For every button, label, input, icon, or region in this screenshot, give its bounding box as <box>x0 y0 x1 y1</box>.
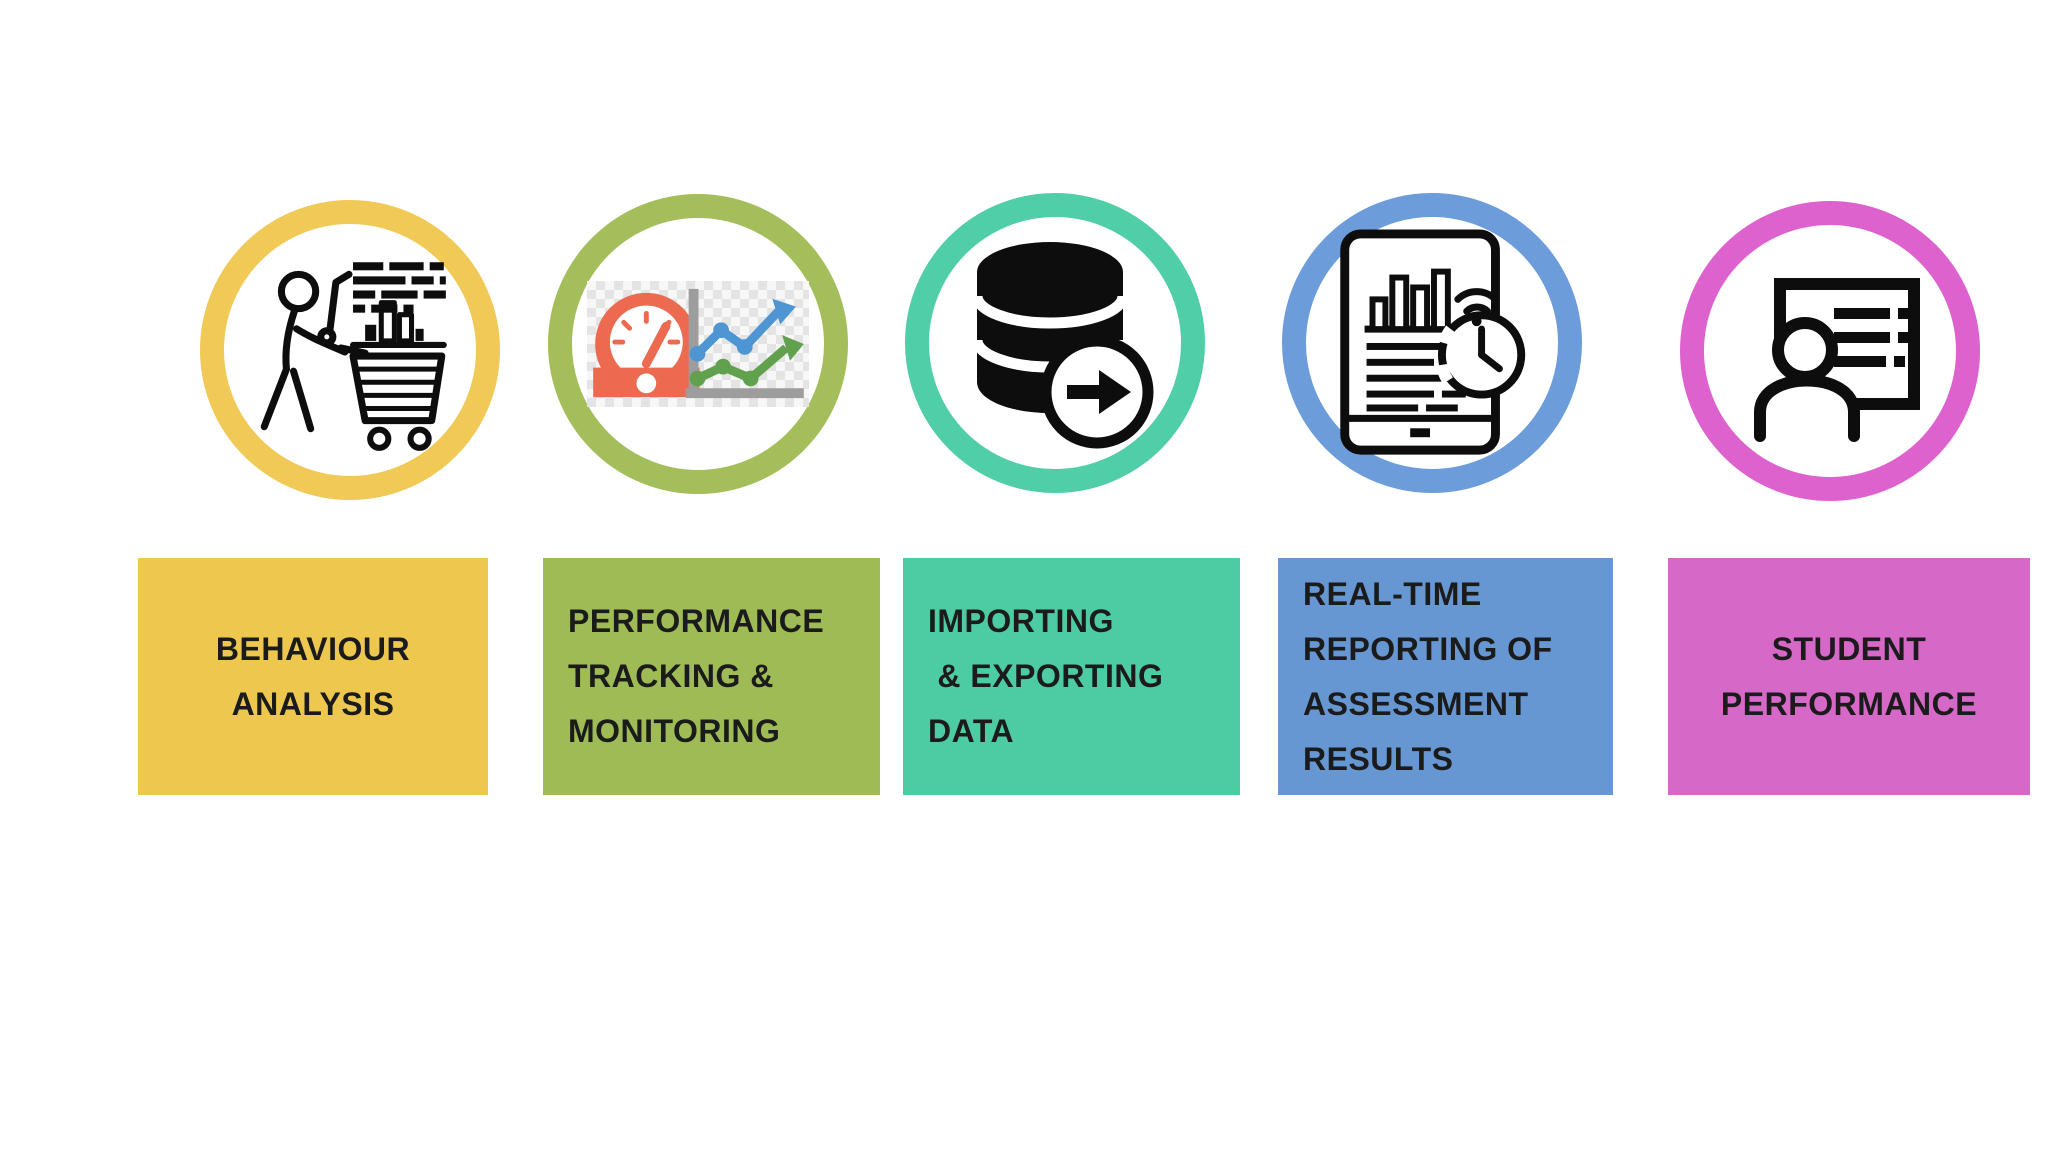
realtime-reporting-label-box: REAL-TIME REPORTING OF ASSESSMENT RESULT… <box>1278 558 1613 795</box>
behaviour-analysis-ring <box>200 200 500 500</box>
importing-exporting-label-box: IMPORTING & EXPORTING DATA <box>903 558 1240 795</box>
speedometer-trend-chart-icon <box>593 288 804 399</box>
behaviour-analysis-label-box: BEHAVIOUR ANALYSIS <box>138 558 488 795</box>
person-shopping-cart-analytics-icon <box>260 262 447 451</box>
student-performance-ring <box>1680 201 1980 501</box>
feature-label: STUDENT PERFORMANCE <box>1720 630 1978 722</box>
transparency-checkerboard <box>587 281 809 407</box>
feature-label: BEHAVIOUR ANALYSIS <box>215 630 411 722</box>
database-export-arrow-icon <box>971 242 1154 449</box>
student-performance-label-box: STUDENT PERFORMANCE <box>1668 558 2030 795</box>
performance-tracking-ring <box>548 194 848 494</box>
feature-label: IMPORTING & EXPORTING DATA <box>928 603 1164 749</box>
feature-label: REAL-TIME REPORTING OF ASSESSMENT RESULT… <box>1303 575 1553 777</box>
realtime-reporting-ring <box>1282 193 1582 493</box>
importing-exporting-ring <box>905 193 1205 493</box>
student-presentation-board-icon <box>1754 278 1920 442</box>
feature-label: PERFORMANCE TRACKING & MONITORING <box>568 603 825 749</box>
tablet-report-clock-icon <box>1339 229 1525 455</box>
performance-tracking-label-box: PERFORMANCE TRACKING & MONITORING <box>543 558 880 795</box>
